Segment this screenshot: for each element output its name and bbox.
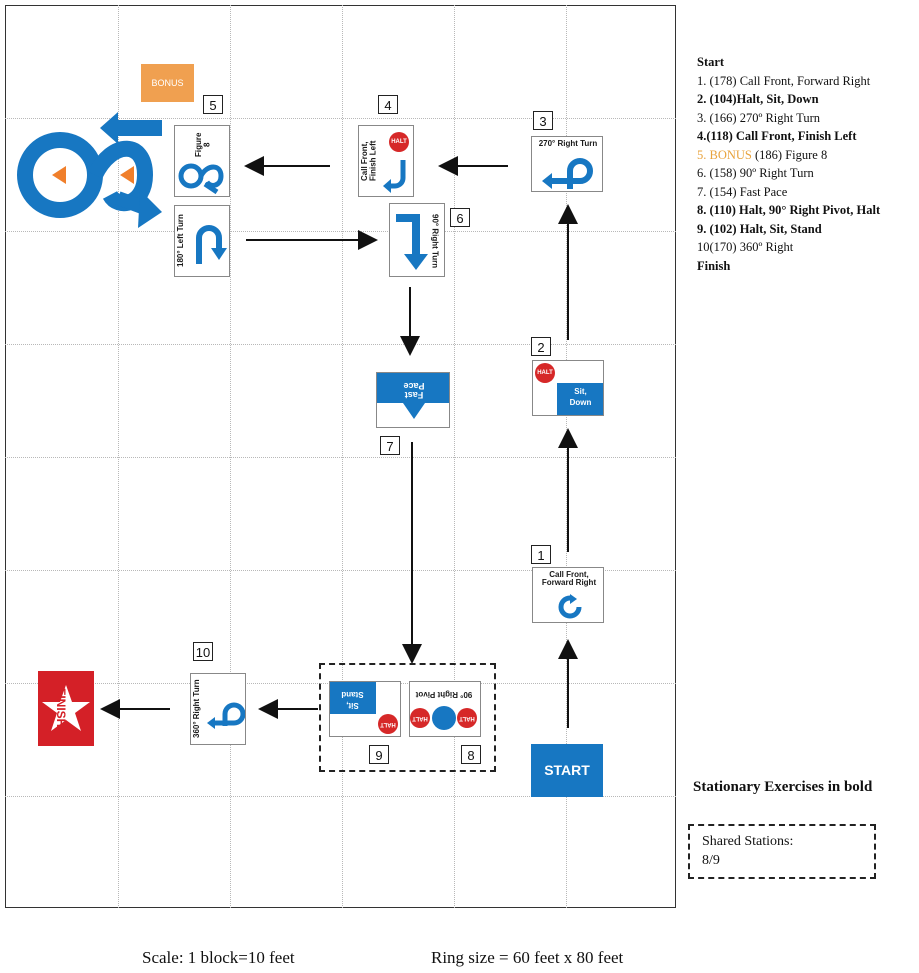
legend-bonus-text: (186) Figure 8 xyxy=(755,147,828,162)
finish-sign: FINISH xyxy=(38,671,94,746)
start-sign: START xyxy=(531,744,603,797)
station-number-3: 3 xyxy=(533,111,553,130)
figure-8-icon xyxy=(17,112,162,228)
sign-label: Down xyxy=(569,398,592,407)
down-arrow-icon xyxy=(403,403,425,419)
legend-item: 9. (102) Halt, Sit, Stand xyxy=(697,221,822,236)
grid-line xyxy=(5,118,676,119)
halt-icon: HALT xyxy=(535,363,555,383)
legend-item: 10(170) 360º Right xyxy=(697,240,794,254)
sign-halt-sit-down: HALT Sit, Down xyxy=(532,360,604,416)
sign-label: Stand xyxy=(341,690,364,699)
sign-panel: Fast Pace xyxy=(377,373,449,403)
sign-label: Call Front, Finish Left xyxy=(360,140,378,182)
halt-icon: HALT xyxy=(389,132,409,152)
grid-line xyxy=(5,570,676,571)
finish-label: FINISH xyxy=(54,688,68,728)
star-icon xyxy=(42,685,90,731)
shared-stations-note: Shared Stations: 8/9 xyxy=(688,824,876,879)
sign-label: 180° Left Turn xyxy=(176,214,185,268)
grid-line xyxy=(5,457,676,458)
grid-line xyxy=(230,5,231,908)
station-number-2: 2 xyxy=(531,337,551,356)
legend-item: 8. (110) Halt, 90° Right Pivot, Halt xyxy=(697,203,881,217)
halt-icon: HALT xyxy=(457,708,477,728)
turn-arrow-icon xyxy=(542,158,593,189)
station-number-6: 6 xyxy=(450,208,470,227)
figure-8-icon xyxy=(178,163,224,195)
ring-size-note: Ring size = 60 feet x 80 feet xyxy=(431,948,624,967)
u-turn-arrow-icon xyxy=(196,225,227,264)
legend-item-bonus: 5. BONUS (186) Figure 8 xyxy=(697,146,880,165)
grid-line xyxy=(5,796,676,797)
sign-label: 270° Right Turn xyxy=(538,139,598,148)
legend-item: 4.(118) Call Front, Finish Left xyxy=(697,129,857,143)
sign-270-right-turn: 270° Right Turn xyxy=(531,136,603,192)
legend-start: Start xyxy=(697,55,725,69)
turn-arrow-icon xyxy=(383,160,406,193)
grid-line xyxy=(118,5,119,908)
circle-arrow-icon xyxy=(207,702,245,729)
sign-call-front-forward-right: Call Front, Forward Right xyxy=(532,567,604,623)
sign-label: Sit, xyxy=(574,387,587,396)
grid-line xyxy=(342,5,343,908)
sign-label: Call Front, Forward Right xyxy=(541,570,597,588)
sign-halt-90-right-pivot-halt: HALT HALT 90° Right Pivot xyxy=(409,681,481,737)
sign-180-left-turn: 180° Left Turn xyxy=(174,205,230,277)
halt-icon: HALT xyxy=(410,708,430,728)
sign-label: Fast Pace xyxy=(403,380,425,400)
station-number-4: 4 xyxy=(378,95,398,114)
pivot-icon xyxy=(432,706,456,730)
shared-stations-title: Shared Stations: xyxy=(702,834,794,849)
legend-item: 2. (104)Halt, Sit, Down xyxy=(697,92,819,106)
station-number-9: 9 xyxy=(369,745,389,764)
sign-label: 90° Right Turn xyxy=(430,213,440,269)
sign-figure-8: Figure 8 xyxy=(174,125,230,197)
grid-line xyxy=(5,231,676,232)
station-number-10: 10 xyxy=(193,642,213,661)
grid-line xyxy=(454,5,455,908)
turn-arrow-icon xyxy=(396,214,428,270)
station-number-5: 5 xyxy=(203,95,223,114)
sign-360-right-turn: 360° Right Turn xyxy=(190,673,246,745)
stationary-note: Stationary Exercises in bold xyxy=(693,779,873,795)
sign-halt-sit-stand: HALT Sit, Stand xyxy=(329,681,401,737)
station-number-1: 1 xyxy=(531,545,551,564)
legend-item: 3. (166) 270º Right Turn xyxy=(697,110,820,125)
sign-panel: Sit, Down xyxy=(557,383,603,415)
sign-label: 90° Right Pivot xyxy=(415,690,473,699)
bonus-sign: BONUS xyxy=(141,64,194,102)
sign-90-right-turn: 90° Right Turn xyxy=(389,203,445,277)
legend-item: 7. (154) Fast Pace xyxy=(697,184,788,199)
grid-line xyxy=(5,344,676,345)
shared-stations-value: 8/9 xyxy=(702,853,720,868)
station-number-8: 8 xyxy=(461,745,481,764)
station-number-7: 7 xyxy=(380,436,400,455)
sign-fast-pace: Fast Pace xyxy=(376,372,450,428)
exercise-legend: Start 1. (178) Call Front, Forward Right… xyxy=(697,53,880,275)
sign-label: 360° Right Turn xyxy=(192,679,201,739)
shared-stations-box xyxy=(319,663,496,772)
turn-arrow-icon xyxy=(558,594,582,619)
halt-icon: HALT xyxy=(378,714,398,734)
legend-item: 6. (158) 90º Right Turn xyxy=(697,166,814,180)
scale-note: Scale: 1 block=10 feet xyxy=(142,948,295,967)
legend-bonus-prefix: 5. BONUS xyxy=(697,147,752,162)
legend-finish: Finish xyxy=(697,258,731,273)
grid-line xyxy=(566,5,567,908)
ring-outline xyxy=(5,5,676,908)
sign-label: Sit, xyxy=(346,701,359,710)
legend-item: 1. (178) Call Front, Forward Right xyxy=(697,73,871,88)
sign-call-front-finish-left: Call Front, Finish Left HALT xyxy=(358,125,414,197)
sign-panel: Sit, Stand xyxy=(329,682,376,714)
